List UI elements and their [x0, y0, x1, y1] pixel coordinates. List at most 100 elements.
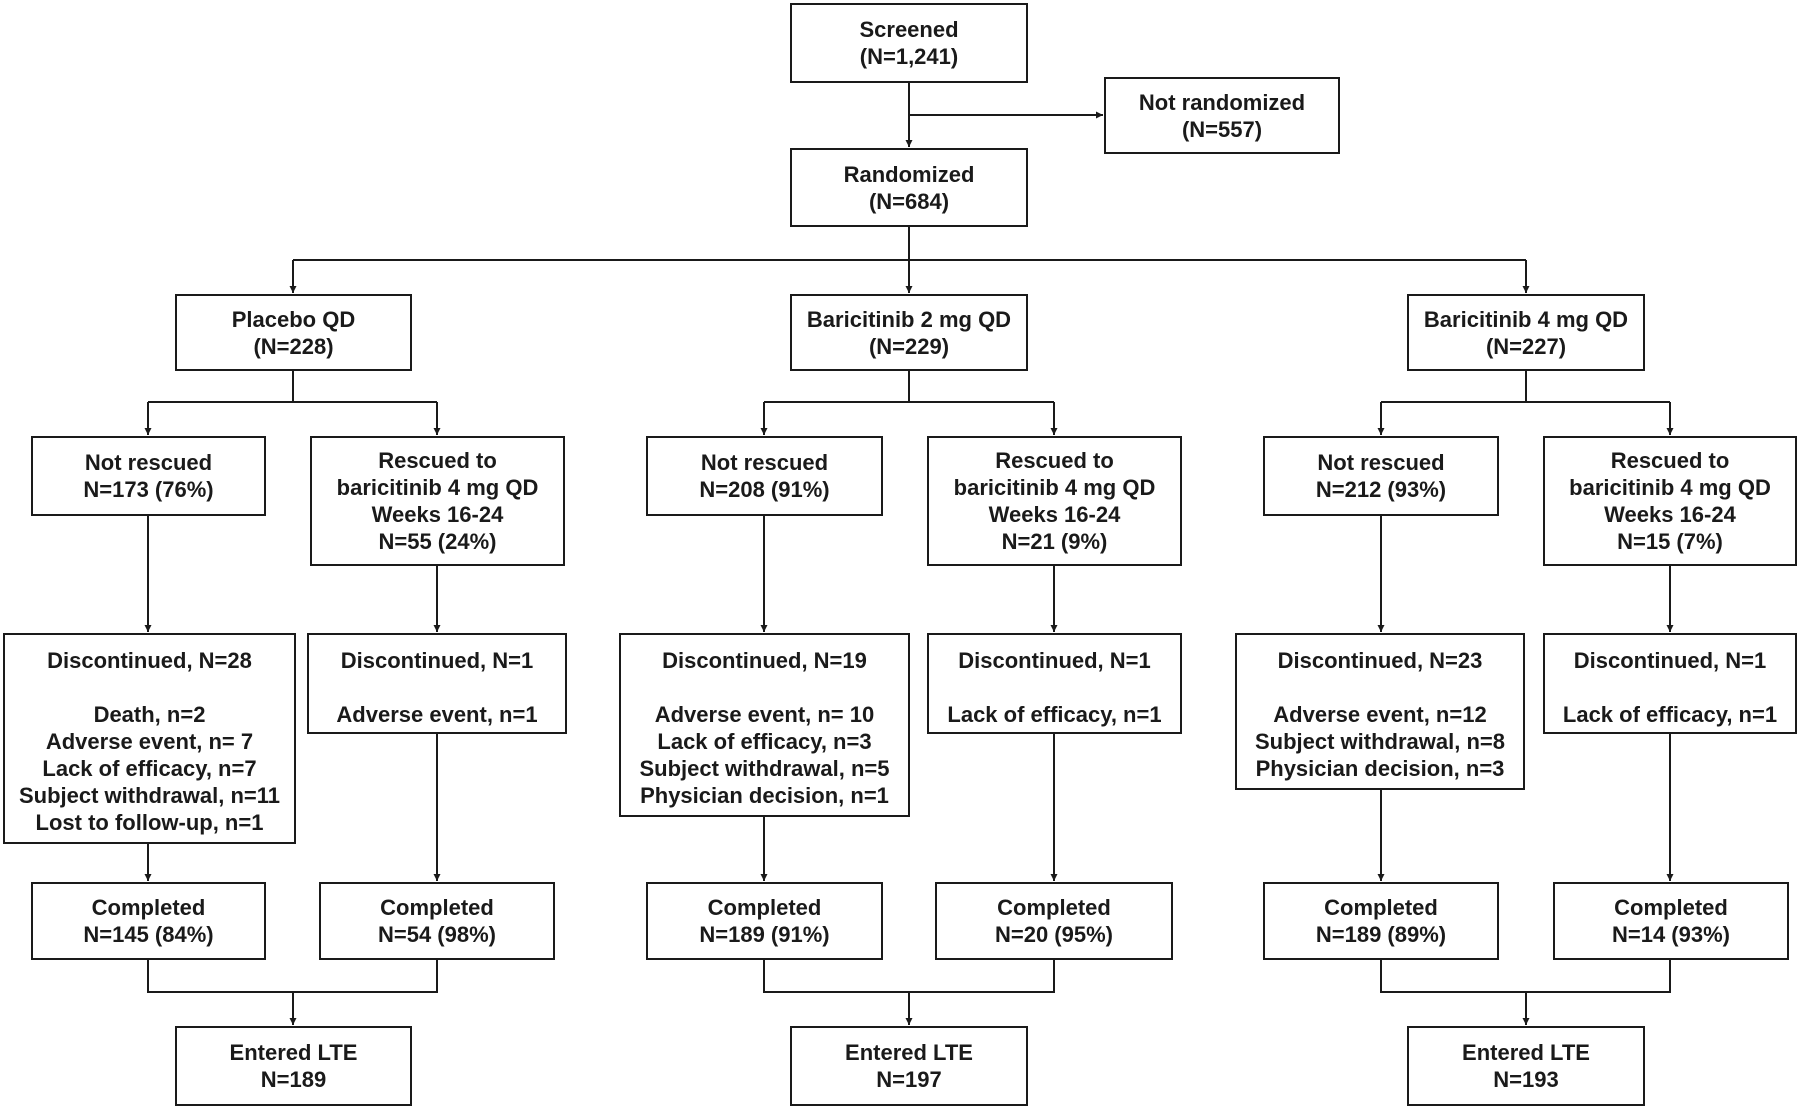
reason-line: Lack of efficacy, n=1: [1562, 702, 1778, 727]
rescued-drug: baricitinib 4 mg QD: [953, 475, 1156, 500]
not-rescued-label: Not rescued: [700, 450, 829, 475]
lte-label: Entered LTE: [845, 1040, 973, 1065]
reason-line: Physician decision, n=1: [640, 783, 889, 808]
arm-count: (N=228): [253, 333, 334, 359]
reason-line: Lack of efficacy, n=3: [657, 729, 872, 754]
lte-label: Entered LTE: [1462, 1040, 1590, 1065]
lte-label: Entered LTE: [229, 1040, 358, 1065]
completed-count: N=189 (91%): [699, 922, 830, 947]
not-rescued-count: N=212 (93%): [1315, 477, 1447, 502]
discontinued-title: Discontinued, N=1: [958, 648, 1151, 673]
reason-line: Adverse event, n=1: [336, 702, 538, 727]
not-rescued-label: Not rescued: [84, 450, 213, 475]
reason-line: Subject withdrawal, n=5: [639, 756, 890, 781]
completed-merge-line: [1380, 960, 1671, 993]
reason-line: Lack of efficacy, n=7: [42, 756, 257, 781]
arm-header-placebo: Placebo QD (N=228): [175, 294, 412, 371]
arm-header-baricitinib-2mg: Baricitinib 2 mg QD (N=229): [790, 294, 1028, 371]
reason-line: Death, n=2: [93, 702, 206, 727]
not-rescued-count: N=173 (76%): [83, 477, 214, 502]
discontinued-title: Discontinued, N=28: [47, 648, 252, 673]
completed-merge-line: [147, 960, 438, 993]
rescued-box: Rescued to baricitinib 4 mg QD Weeks 16-…: [927, 436, 1182, 566]
completed-box: Completed N=14 (93%): [1553, 882, 1789, 960]
screened-box: Screened (N=1,241): [790, 3, 1028, 83]
arm-name: Baricitinib 2 mg QD: [806, 306, 1012, 332]
completed-label: Completed: [380, 895, 494, 920]
discontinued-box: Discontinued, N=1 Lack of efficacy, n=1: [927, 633, 1182, 734]
lte-count: N=197: [876, 1067, 942, 1092]
discontinued-box: Discontinued, N=28 Death, n=2 Adverse ev…: [3, 633, 296, 844]
reason-line: Physician decision, n=3: [1255, 756, 1505, 781]
discontinued-title: Discontinued, N=1: [1573, 648, 1767, 673]
not-randomized-label: Not randomized: [1138, 89, 1306, 115]
entered-lte-box: Entered LTE N=197: [790, 1026, 1028, 1106]
rescued-label: Rescued to: [378, 448, 497, 473]
completed-label: Completed: [707, 895, 822, 920]
not-rescued-box: Not rescued N=208 (91%): [646, 436, 883, 516]
entered-lte-box: Entered LTE N=189: [175, 1026, 412, 1106]
completed-count: N=189 (89%): [1315, 922, 1447, 947]
not-randomized-box: Not randomized (N=557): [1104, 77, 1340, 154]
not-rescued-box: Not rescued N=173 (76%): [31, 436, 266, 516]
rescued-count: N=15 (7%): [1617, 529, 1723, 554]
completed-box: Completed N=20 (95%): [935, 882, 1173, 960]
reason-line: Subject withdrawal, n=8: [1254, 729, 1505, 754]
arm-name: Baricitinib 4 mg QD: [1423, 306, 1629, 332]
not-rescued-box: Not rescued N=212 (93%): [1263, 436, 1499, 516]
rescued-box: Rescued to baricitinib 4 mg QD Weeks 16-…: [1543, 436, 1797, 566]
completed-merge-line: [763, 960, 1055, 993]
arm-count: (N=227): [1485, 333, 1567, 359]
reason-line: Lack of efficacy, n=1: [947, 702, 1162, 727]
reason-line: Adverse event, n= 7: [45, 729, 254, 754]
discontinued-box: Discontinued, N=1 Lack of efficacy, n=1: [1543, 633, 1797, 734]
reason-line: Adverse event, n=12: [1273, 702, 1487, 727]
reason-line: Subject withdrawal, n=11: [18, 783, 281, 808]
discontinued-box: Discontinued, N=1 Adverse event, n=1: [307, 633, 567, 734]
discontinued-box: Discontinued, N=23 Adverse event, n=12 S…: [1235, 633, 1525, 790]
completed-count: N=145 (84%): [83, 922, 214, 947]
rescued-weeks: Weeks 16-24: [988, 502, 1121, 527]
completed-count: N=14 (93%): [1611, 922, 1730, 947]
rescued-weeks: Weeks 16-24: [1604, 502, 1736, 527]
discontinued-title: Discontinued, N=1: [340, 648, 534, 673]
rescued-count: N=55 (24%): [378, 529, 497, 554]
randomized-label: Randomized: [843, 161, 975, 187]
completed-count: N=20 (95%): [994, 922, 1113, 947]
completed-box: Completed N=189 (91%): [646, 882, 883, 960]
rescued-count: N=21 (9%): [1001, 529, 1108, 554]
discontinued-box: Discontinued, N=19 Adverse event, n= 10 …: [619, 633, 910, 817]
not-rescued-count: N=208 (91%): [699, 477, 830, 502]
completed-box: Completed N=145 (84%): [31, 882, 266, 960]
lte-count: N=193: [1493, 1067, 1559, 1092]
completed-label: Completed: [997, 895, 1111, 920]
lte-count: N=189: [260, 1067, 327, 1092]
rescued-drug: baricitinib 4 mg QD: [336, 475, 539, 500]
rescued-box: Rescued to baricitinib 4 mg QD Weeks 16-…: [310, 436, 565, 566]
arm-count: (N=229): [868, 333, 950, 359]
completed-count: N=54 (98%): [377, 922, 496, 947]
not-randomized-count: (N=557): [1181, 116, 1263, 142]
completed-label: Completed: [1324, 895, 1438, 920]
reason-line: Lost to follow-up, n=1: [35, 810, 264, 835]
reason-line: Adverse event, n= 10: [654, 702, 875, 727]
screened-label: Screened: [859, 17, 959, 42]
discontinued-title: Discontinued, N=19: [662, 648, 867, 673]
arm-name: Placebo QD: [231, 306, 356, 332]
completed-box: Completed N=189 (89%): [1263, 882, 1499, 960]
rescued-drug: baricitinib 4 mg QD: [1569, 475, 1771, 500]
rescued-label: Rescued to: [1610, 448, 1730, 473]
randomized-box: Randomized (N=684): [790, 148, 1028, 227]
completed-label: Completed: [91, 895, 206, 920]
rescued-weeks: Weeks 16-24: [371, 502, 504, 527]
screened-count: (N=1,241): [859, 44, 959, 69]
discontinued-title: Discontinued, N=23: [1277, 648, 1483, 673]
not-rescued-label: Not rescued: [1317, 450, 1445, 475]
rescued-label: Rescued to: [995, 448, 1114, 473]
entered-lte-box: Entered LTE N=193: [1407, 1026, 1645, 1106]
completed-label: Completed: [1614, 895, 1728, 920]
randomized-count: (N=684): [868, 188, 950, 214]
completed-box: Completed N=54 (98%): [319, 882, 555, 960]
arm-header-baricitinib-4mg: Baricitinib 4 mg QD (N=227): [1407, 294, 1645, 371]
